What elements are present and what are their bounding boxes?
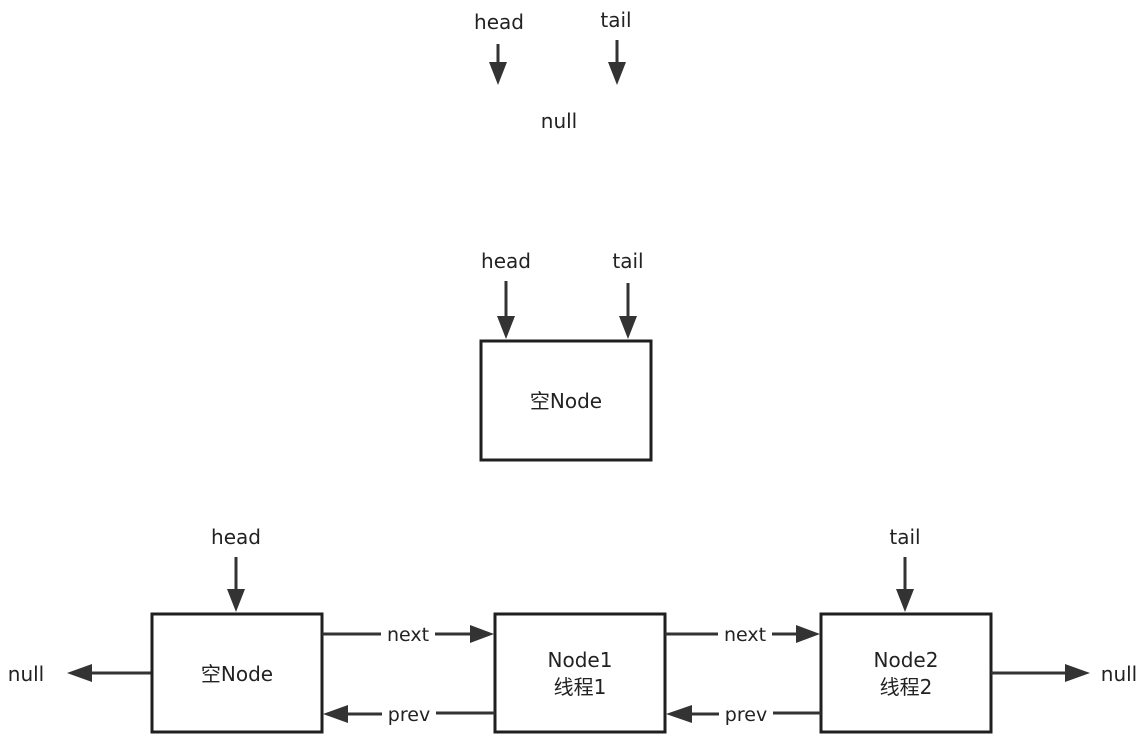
next-arrow-2 (665, 625, 820, 643)
head-arrow (227, 557, 245, 612)
next-label: next (387, 624, 429, 646)
tail-label: tail (612, 249, 643, 273)
right-null-label: null (1101, 662, 1137, 686)
next-arrow-1 (322, 625, 494, 643)
prev-arrow-2 (666, 705, 821, 723)
left-null-label: null (8, 662, 44, 686)
head-label: head (481, 249, 531, 273)
tail-arrow (896, 557, 914, 612)
head-label: head (474, 10, 524, 34)
node-label: Node1 (548, 648, 613, 672)
empty-node-label: 空Node (530, 389, 602, 413)
next-label: next (724, 624, 766, 646)
prev-label: prev (388, 704, 430, 726)
node-thread-label: 线程2 (880, 675, 933, 699)
tail-label: tail (889, 525, 920, 549)
prev-to-null-arrow (67, 664, 152, 682)
prev-arrow-1 (323, 705, 495, 723)
head-label: head (211, 525, 261, 549)
tail-arrow (608, 40, 626, 85)
tail-arrow (619, 283, 637, 339)
tail-label: tail (600, 8, 631, 32)
head-empty-node-box (150, 612, 324, 734)
prev-label: prev (725, 704, 767, 726)
node-label: Node2 (874, 648, 939, 672)
node-label: 空Node (201, 662, 273, 686)
node2-box (819, 612, 993, 734)
next-to-null-arrow (991, 664, 1090, 682)
section-single-node: head tail 空Node (479, 249, 653, 462)
head-arrow (497, 281, 515, 339)
section-empty-queue: head tail null (474, 8, 632, 133)
node1-box (493, 612, 667, 734)
null-label: null (541, 109, 577, 133)
empty-node-box (479, 339, 653, 462)
node-thread-label: 线程1 (554, 675, 607, 699)
head-arrow (489, 44, 507, 85)
section-linked-nodes: head tail null 空Node Node1 线程1 Node2 线程2 (8, 525, 1137, 734)
